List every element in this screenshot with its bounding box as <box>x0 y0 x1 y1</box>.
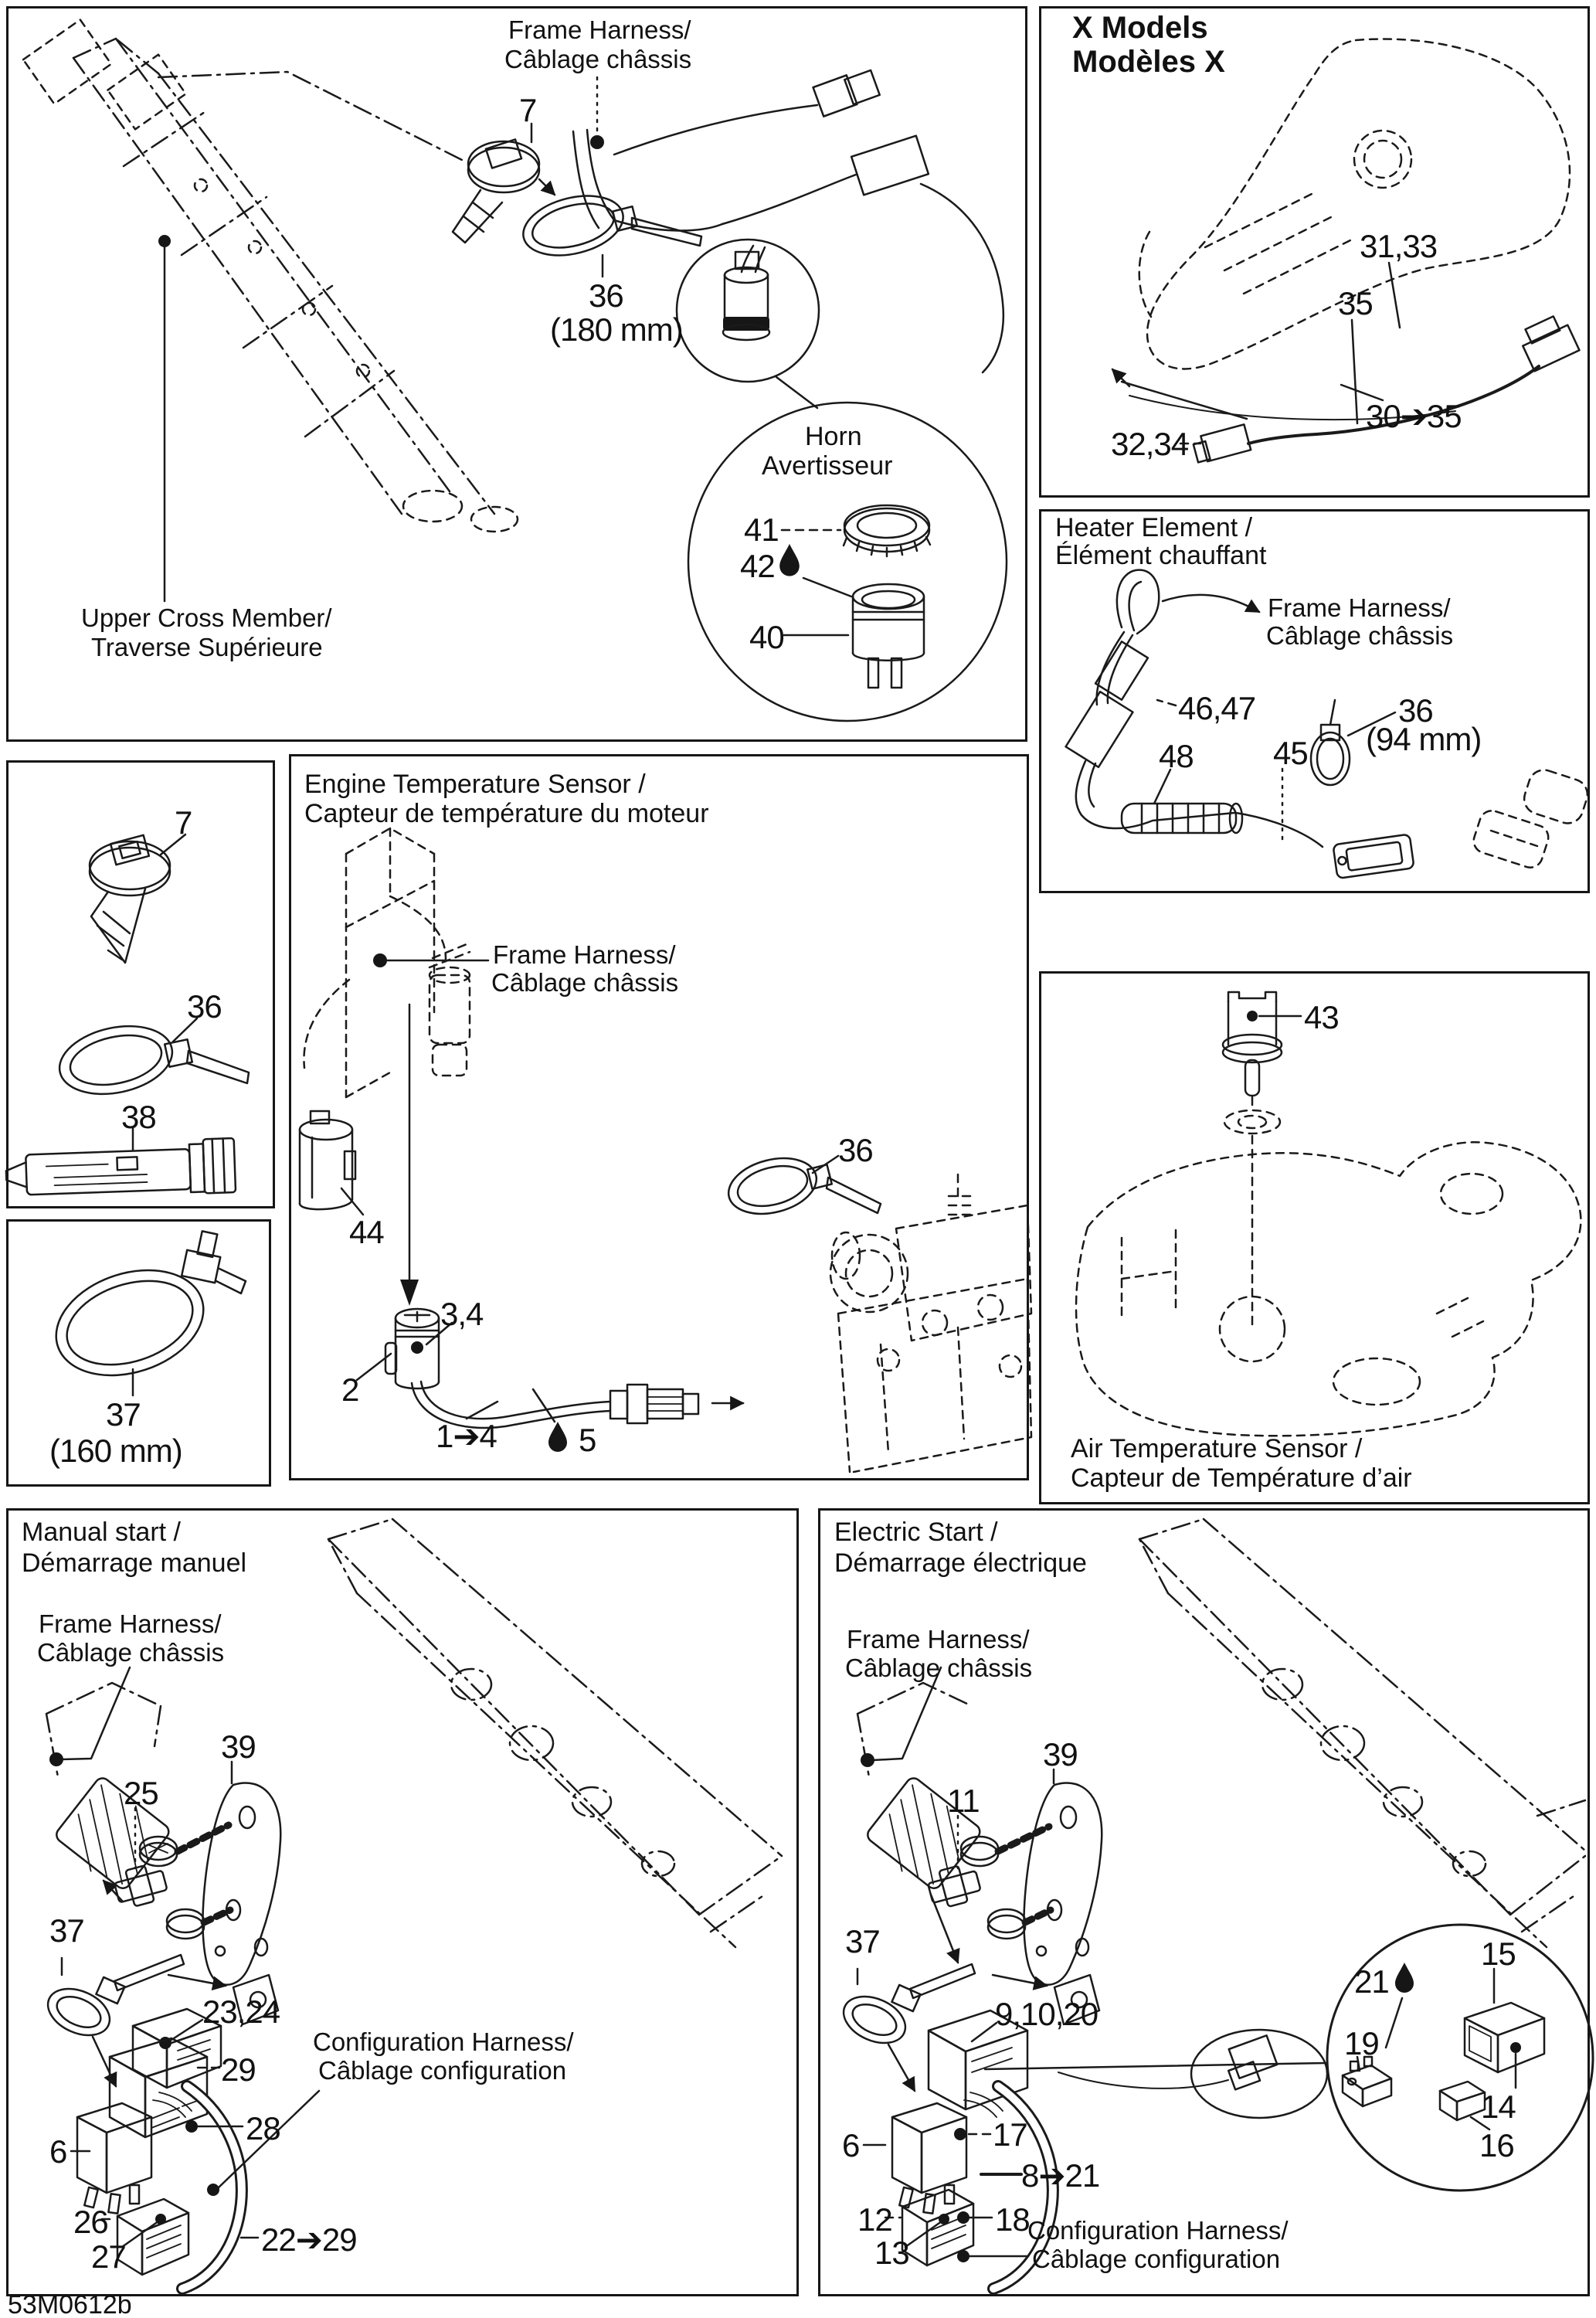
manual-frame-harness-en: Frame Harness/ <box>39 1609 222 1638</box>
part-3-4-label: 3,4 <box>440 1296 484 1332</box>
part-9-10-20-label: 9,10,20 <box>995 1996 1099 2032</box>
part-29-label: 29 <box>221 2051 256 2088</box>
part-45-label: 45 <box>1273 735 1309 771</box>
manual-config-harness-en: Configuration Harness/ <box>313 2027 574 2056</box>
manual-part-39-label: 39 <box>221 1728 256 1765</box>
heater-title-en: Heater Element / <box>1055 513 1253 542</box>
panel-engine-temp-sensor <box>289 754 1029 1480</box>
manual-config-harness-fr: Câblage configuration <box>318 2056 567 2085</box>
part-25-label: 25 <box>124 1775 159 1811</box>
part-23-24-label: 23,24 <box>202 1993 280 2030</box>
part-16-label: 16 <box>1479 2127 1515 2163</box>
manual-frame-harness-fr: Câblage châssis <box>37 1638 225 1667</box>
fastener-part-7-label: 7 <box>175 804 192 841</box>
part-37-length-label: (160 mm) <box>49 1433 183 1469</box>
electric-config-harness-fr: Câblage configuration <box>1032 2245 1281 2273</box>
part-37-label: 37 <box>106 1396 141 1433</box>
manual-part-6-label: 6 <box>49 2133 67 2170</box>
part-36-length-label: (180 mm) <box>550 311 684 348</box>
heater-part-36-label: 36 <box>1398 692 1434 729</box>
part-46-47-label: 46,47 <box>1178 690 1256 726</box>
part-18-label: 18 <box>995 2201 1031 2238</box>
part-31-33-label: 31,33 <box>1360 228 1438 264</box>
part-38-label: 38 <box>121 1099 157 1135</box>
manual-start-title-fr: Démarrage manuel <box>22 1548 247 1578</box>
part-22-29-label: 22➔29 <box>261 2221 358 2258</box>
upper-cross-member-label-fr: Traverse Supérieure <box>91 633 323 661</box>
electric-part-37-label: 37 <box>845 1923 881 1959</box>
manual-part-37-label: 37 <box>49 1912 85 1949</box>
engine-part-36-label: 36 <box>838 1132 874 1168</box>
electric-start-title-fr: Démarrage électrique <box>834 1548 1087 1578</box>
part-30-35-label: 30➔35 <box>1366 398 1462 434</box>
part-8-21-label: 8➔21 <box>1021 2157 1100 2194</box>
panel-x-models <box>1039 6 1590 498</box>
part-12-label: 12 <box>857 2201 893 2238</box>
fastener-part-36-label: 36 <box>187 988 222 1025</box>
part-19-label: 19 <box>1344 2025 1380 2061</box>
part-42-label: 42 <box>740 548 776 584</box>
part-32-34-label: 32,34 <box>1111 426 1189 462</box>
panel-air-temp-sensor <box>1039 971 1590 1504</box>
electric-part-39-label: 39 <box>1043 1736 1078 1772</box>
part-21-label: 21 <box>1354 1963 1390 2000</box>
part-5-label: 5 <box>579 1422 596 1458</box>
frame-harness-label-fr: Câblage châssis <box>504 45 692 73</box>
air-title-en: Air Temperature Sensor / <box>1071 1434 1363 1463</box>
panel-fasteners <box>6 760 275 1208</box>
part-17-label: 17 <box>993 2116 1028 2153</box>
part-27-label: 27 <box>91 2238 127 2275</box>
part-40-label: 40 <box>749 619 785 655</box>
air-title-fr: Capteur de Température d’air <box>1071 1463 1412 1493</box>
part-28-label: 28 <box>246 2110 281 2146</box>
engine-frame-harness-en: Frame Harness/ <box>493 940 676 969</box>
heater-frame-harness-fr: Câblage châssis <box>1266 621 1454 650</box>
engine-title-fr: Capteur de température du moteur <box>304 799 709 828</box>
part-2-label: 2 <box>341 1371 359 1408</box>
part-26-label: 26 <box>73 2204 109 2240</box>
part-11-label: 11 <box>947 1783 980 1819</box>
part-44-label: 44 <box>349 1214 385 1250</box>
part-43-label: 43 <box>1304 999 1340 1035</box>
electric-start-title-en: Electric Start / <box>834 1518 998 1547</box>
upper-cross-member-label-en: Upper Cross Member/ <box>81 603 332 632</box>
heater-part-36-length-label: (94 mm) <box>1366 721 1482 757</box>
electric-config-harness-en: Configuration Harness/ <box>1027 2216 1289 2245</box>
part-13-label: 13 <box>874 2235 910 2271</box>
horn-label-fr: Avertisseur <box>762 451 893 481</box>
part-35-label: 35 <box>1338 285 1374 321</box>
frame-harness-label-en: Frame Harness/ <box>508 15 691 44</box>
electric-frame-harness-fr: Câblage châssis <box>845 1654 1033 1682</box>
part-36-label: 36 <box>589 277 624 314</box>
horn-label-en: Horn <box>805 422 862 451</box>
engine-title-en: Engine Temperature Sensor / <box>304 770 646 799</box>
part-7-label: 7 <box>519 92 537 128</box>
engine-frame-harness-fr: Câblage châssis <box>491 968 679 997</box>
part-48-label: 48 <box>1159 738 1194 774</box>
part-41-label: 41 <box>744 512 779 548</box>
heater-frame-harness-en: Frame Harness/ <box>1268 593 1451 622</box>
x-models-title-fr: Modèles X <box>1072 45 1225 79</box>
electric-frame-harness-en: Frame Harness/ <box>847 1625 1030 1654</box>
part-15-label: 15 <box>1481 1936 1516 1972</box>
manual-start-title-en: Manual start / <box>22 1518 181 1547</box>
part-14-label: 14 <box>1481 2089 1516 2125</box>
part-1-4-label: 1➔4 <box>436 1418 497 1454</box>
document-code: 53M0612b <box>8 2290 132 2318</box>
x-models-title-en: X Models <box>1072 11 1208 45</box>
heater-title-fr: Élément chauffant <box>1055 541 1267 570</box>
electric-part-6-label: 6 <box>842 2127 860 2163</box>
